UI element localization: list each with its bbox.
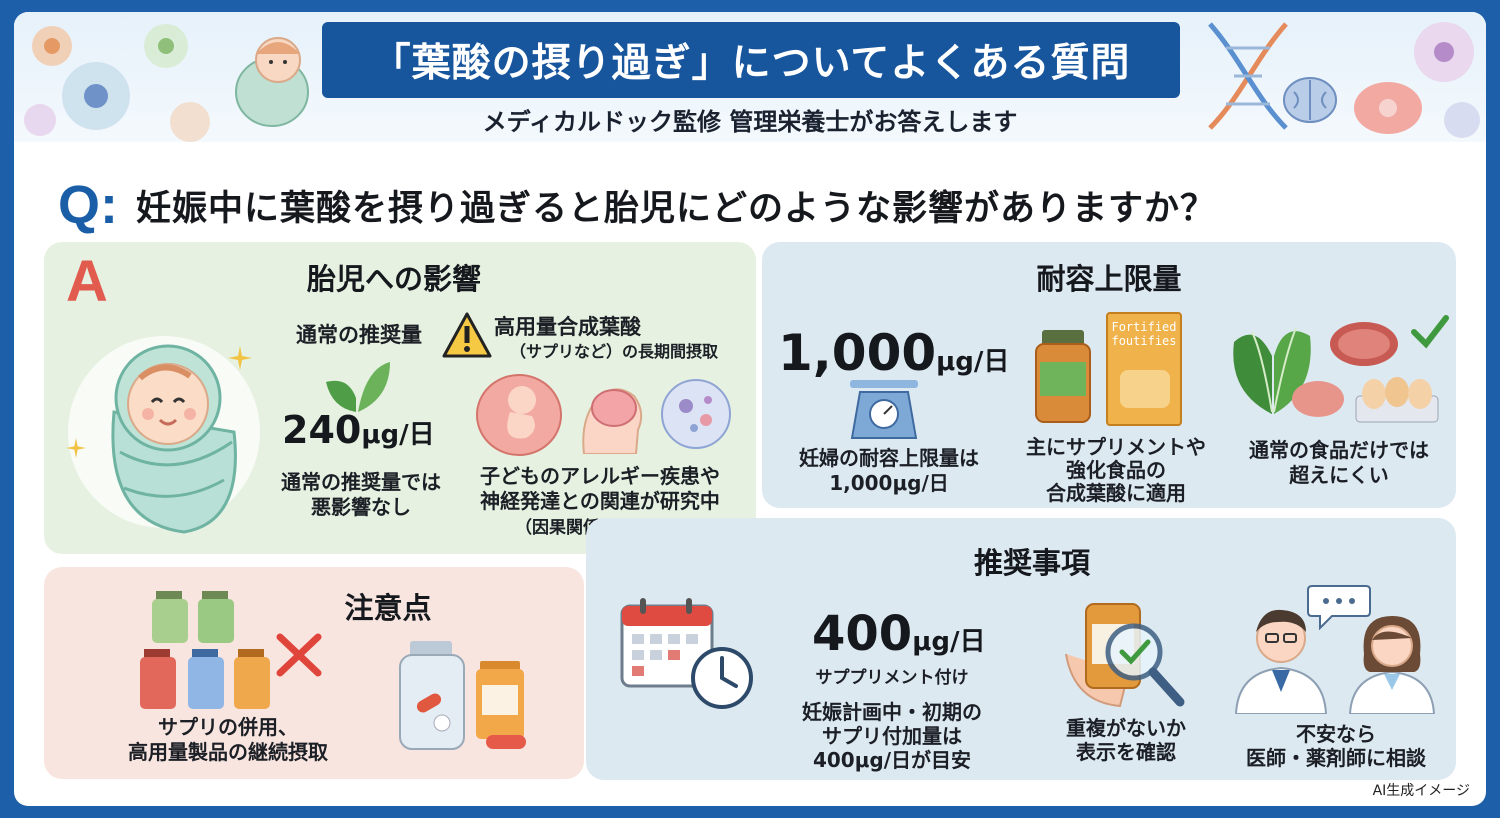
leaf-icon — [326, 362, 390, 412]
spinach-icon — [1233, 327, 1311, 414]
brain-icon — [582, 388, 643, 454]
recommendation-desc-2: 重複がないか 表示を確認 — [1066, 716, 1186, 764]
normal-dose-number: 240 — [282, 408, 362, 452]
calendar-icon — [620, 598, 714, 688]
scale-icon — [850, 380, 918, 439]
caution-desc: サプリの併用、 高用量製品の継続摂取 — [128, 715, 328, 764]
normal-dose-value: 240μg/日 — [282, 408, 435, 452]
tolerance-number: 1,000 — [778, 324, 937, 382]
high-dose-heading: 高用量合成葉酸 — [494, 315, 641, 339]
recommended-dose-value: 400μg/日 — [812, 606, 985, 662]
question-mark: Q: — [58, 175, 118, 235]
dna-icon — [1208, 22, 1288, 130]
cracker-shapes — [1120, 370, 1170, 408]
baby-icon — [68, 336, 260, 534]
recommendation-desc-1: 妊娠計画中・初期の サプリ付加量は 400μg/日が目安 — [802, 700, 982, 772]
pill-bottle-icon — [399, 641, 526, 750]
speech-bubble-icon — [1307, 585, 1371, 630]
fetal-title: 胎児への影響 — [306, 262, 481, 296]
food-package-icon: Fortified foutifies — [1106, 312, 1182, 426]
normal-dose-unit: μg/日 — [361, 420, 435, 450]
pharmacist-icon — [1348, 616, 1436, 714]
high-dose-sub: （サプリなど）の長期間摂取 — [509, 342, 718, 361]
recommended-dose-number: 400 — [812, 606, 913, 662]
magnifier-icon — [1065, 603, 1185, 708]
doctor-icon — [1234, 609, 1328, 714]
tolerance-desc-1: 妊婦の耐容上限量は 1,000μg/日 — [799, 446, 979, 495]
tolerance-desc-3: 通常の食品だけでは 超えにくい — [1249, 438, 1429, 487]
cell-icon — [24, 24, 210, 142]
question-text: 妊娠中に葉酸を摂り過ぎると胎児にどのような影響がありますか？ — [136, 188, 1217, 229]
meat-icon — [1330, 322, 1398, 366]
recommendation-title: 推奨事項 — [973, 546, 1090, 580]
tolerance-title: 耐容上限量 — [1036, 262, 1182, 296]
egg-icon — [1355, 377, 1439, 423]
page-title: 「葉酸の摂り過ぎ」についてよくある質問 — [322, 22, 1180, 98]
cell-icon — [1354, 22, 1480, 138]
answer-mark: A — [66, 249, 108, 314]
sparkle-icon — [66, 438, 86, 458]
normal-dose-desc: 通常の推奨量では 悪影響なし — [281, 470, 441, 519]
recommended-dose-sub: サププリメント付け — [815, 668, 969, 688]
warning-icon — [442, 312, 492, 358]
baby-icon — [235, 37, 309, 127]
ai-generated-note: AI生成イメージ — [1372, 783, 1470, 799]
cell-icon — [661, 379, 731, 449]
tolerance-value: 1,000μg/日 — [778, 324, 1009, 382]
high-dose-desc: 子どものアレルギー疾患や 神経発達との関連が研究中 — [480, 464, 720, 513]
fetus-icon — [476, 374, 562, 456]
infographic-frame: 「葉酸の摂り過ぎ」についてよくある質問 メディカルドック監修 管理栄養士がお答え… — [14, 12, 1486, 806]
supplement-bottle-icon — [1035, 330, 1091, 423]
recommendation-desc-3: 不安なら 医師・薬剤師に相談 — [1246, 722, 1426, 770]
recommendation-panel: 推奨事項 400μg/日 サププリメント付け 妊娠計画中・初期の サプリ付加量は… — [586, 518, 1456, 780]
sparkle-icon — [228, 346, 252, 370]
brain-icon — [1283, 77, 1337, 123]
clock-icon — [691, 647, 753, 709]
supplement-bottle-icon — [140, 591, 270, 709]
tolerance-desc-2: 主にサプリメントや 強化食品の 合成葉酸に適用 — [1026, 435, 1206, 505]
tolerance-unit: μg/日 — [936, 347, 1010, 377]
cross-icon — [276, 633, 322, 677]
check-icon — [1411, 315, 1449, 349]
page-subtitle: メディカルドック監修 管理栄養士がお答えします — [482, 108, 1018, 136]
fetal-effect-panel: A 胎児への影響 通常の推奨量 240μg/日 通常の推奨量では 悪影響なし — [44, 242, 756, 554]
question-row: Q: 妊娠中に葉酸を摂り過ぎると胎児にどのような影響がありますか？ — [58, 170, 1478, 240]
meat-icon — [1292, 381, 1344, 417]
recommended-dose-unit: μg/日 — [912, 627, 986, 657]
header-banner: 「葉酸の摂り過ぎ」についてよくある質問 メディカルドック監修 管理栄養士がお答え… — [14, 12, 1486, 142]
package-label: Fortified foutifies — [1111, 320, 1177, 349]
normal-dose-heading: 通常の推奨量 — [296, 323, 422, 347]
tolerance-panel: 耐容上限量 1,000μg/日 妊婦の耐容上限量は 1,000μg/日 Fort… — [762, 242, 1456, 508]
caution-panel: 注意点 サプリの併用、 高用量製品の継続摂取 — [44, 567, 584, 779]
caution-title: 注意点 — [344, 591, 432, 625]
